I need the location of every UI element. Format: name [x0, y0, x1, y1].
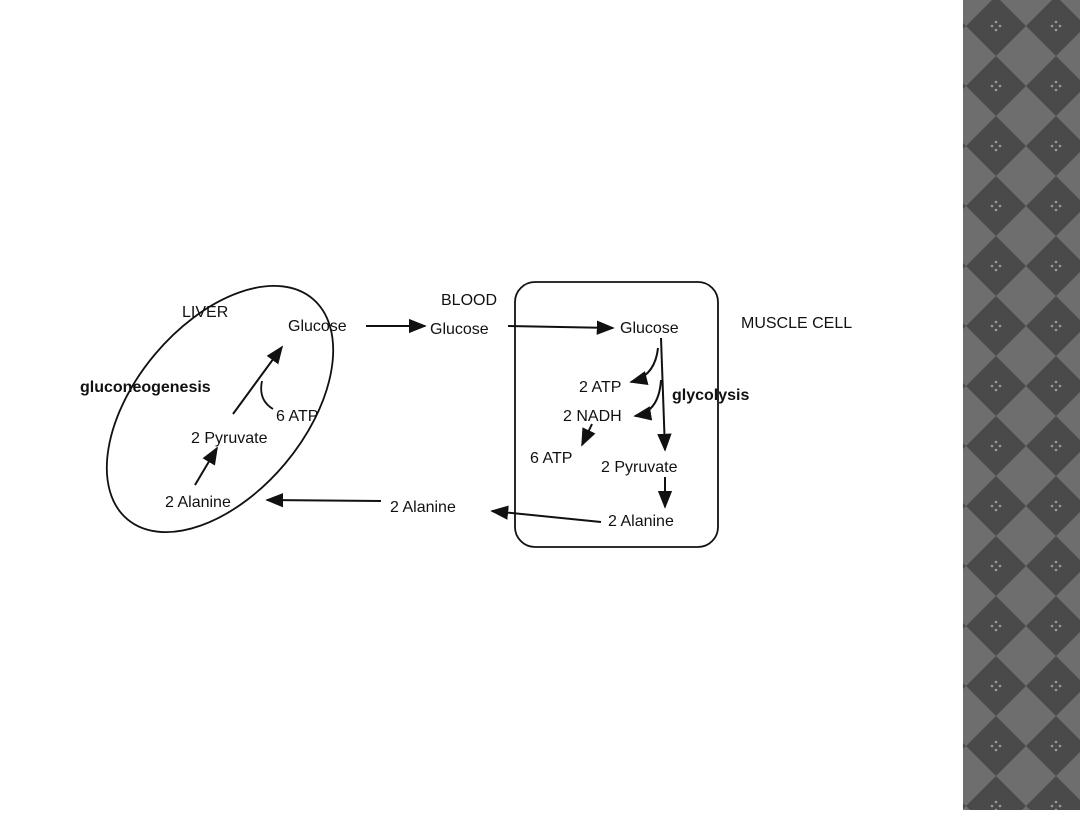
liver-boundary: [105, 285, 335, 533]
muscle-pyruvate-label: 2 Pyruvate: [601, 459, 678, 476]
liver-alanine-label: 2 Alanine: [165, 494, 231, 511]
arrow-nadh-to-atp: [581, 423, 596, 447]
glycolysis-label: glycolysis: [672, 387, 749, 404]
blood-label: BLOOD: [441, 292, 497, 309]
arrow-to-nadh: [633, 379, 662, 421]
liver-atp-label: 6 ATP: [276, 408, 318, 425]
decorative-pattern-strip: [963, 0, 1080, 810]
muscle-glucose-label: Glucose: [620, 320, 679, 337]
blood-alanine-label: 2 Alanine: [390, 499, 456, 516]
muscle-atp-from-nadh-label: 6 ATP: [530, 450, 572, 467]
liver-glucose-label: Glucose: [288, 318, 347, 335]
arrow-alanine-to-pyruvate: [194, 446, 218, 486]
muscle-cell-boundary: [514, 281, 719, 548]
muscle-nadh-label: 2 NADH: [563, 408, 622, 425]
arrow-blood-glucose-to-muscle: [507, 320, 615, 335]
blood-glucose-label: Glucose: [430, 321, 489, 338]
gluconeogenesis-label: gluconeogenesis: [80, 379, 211, 396]
arrow-blood-alanine-to-liver: [265, 492, 382, 508]
muscle-alanine-label: 2 Alanine: [608, 513, 674, 530]
arrow-to-atp: [629, 347, 659, 386]
arrow-glycolysis-main: [657, 337, 672, 452]
liver-pyruvate-label: 2 Pyruvate: [191, 430, 268, 447]
arrow-muscle-alanine-to-blood: [490, 505, 602, 523]
atp-consumption-curve: [260, 380, 274, 410]
arrow-pyruvate-to-glucose: [232, 345, 284, 415]
diamond-checker-pattern: [963, 0, 1080, 810]
liver-label: LIVER: [182, 304, 228, 321]
muscle-atp-label: 2 ATP: [579, 379, 621, 396]
muscle-cell-label: MUSCLE CELL: [741, 315, 852, 332]
glucose-alanine-cycle-diagram: LIVER BLOOD MUSCLE CELL Glucose gluconeo…: [80, 281, 852, 548]
diagram-panel: LIVER BLOOD MUSCLE CELL Glucose gluconeo…: [55, 252, 885, 574]
